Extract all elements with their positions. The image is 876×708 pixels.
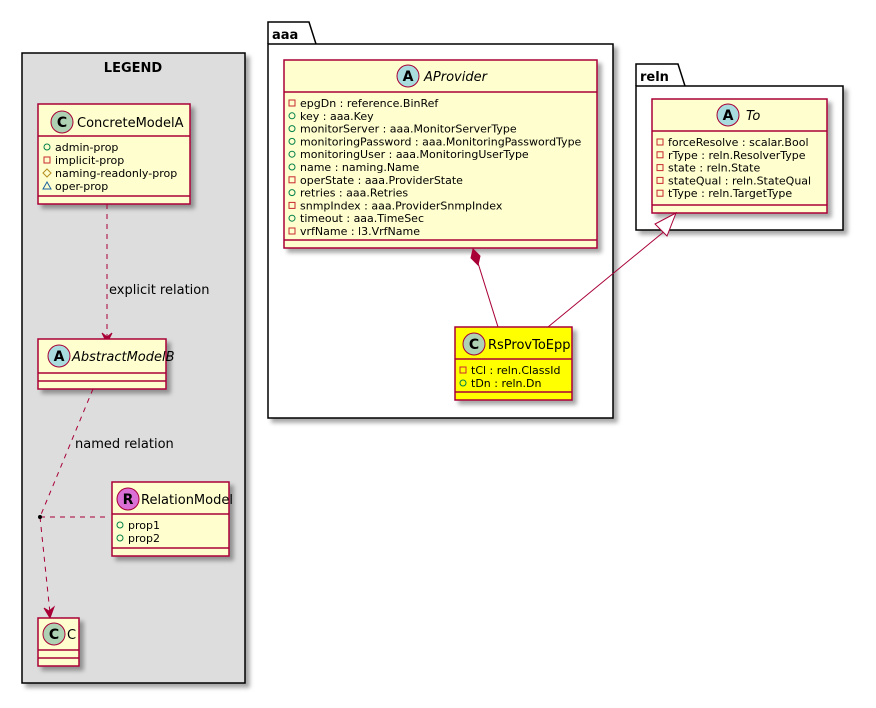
- relation-r-icon: [116, 487, 140, 511]
- arrowhead: [43, 605, 56, 620]
- public-visibility-icon: [288, 137, 296, 145]
- stereotype-letter: A: [54, 349, 65, 365]
- private-visibility-icon: [459, 366, 467, 374]
- private-visibility-icon: [656, 164, 664, 172]
- property-item: admin-prop: [55, 141, 118, 154]
- protected-visibility-icon: [42, 168, 52, 178]
- association-point: [38, 515, 42, 519]
- named-relation-label: named relation: [75, 437, 174, 452]
- package-name: reln: [640, 70, 669, 85]
- property-item: naming-readonly-prop: [55, 167, 177, 180]
- property-item: prop1: [128, 519, 160, 532]
- private-visibility-icon: [43, 156, 51, 164]
- package-name: aaa: [272, 28, 298, 43]
- class-c-icon: [42, 622, 66, 646]
- aprovider-class[interactable]: A AProvider epgDn : reference.BinRefkey …: [283, 59, 598, 249]
- property-item: state : reln.State: [668, 162, 760, 175]
- property-item: rType : reln.ResolverType: [668, 149, 806, 162]
- composition-diamond: [470, 248, 481, 266]
- property-item: monitoringPassword : aaa.MonitoringPassw…: [300, 135, 582, 148]
- property-item: operState : aaa.ProviderState: [300, 174, 463, 187]
- c-class[interactable]: C C: [37, 617, 80, 667]
- class-name: ConcreteModelA: [77, 116, 184, 131]
- legend-title: LEGEND: [104, 61, 163, 76]
- private-visibility-icon: [656, 151, 664, 159]
- stereotype-letter: A: [723, 108, 734, 124]
- stereotype-letter: C: [49, 627, 59, 643]
- public-visibility-icon: [43, 143, 51, 151]
- property-item: snmpIndex : aaa.ProviderSnmpIndex: [300, 199, 503, 212]
- public-visibility-icon: [288, 214, 296, 222]
- public-visibility-icon: [116, 534, 124, 542]
- property-item: monitoringUser : aaa.MonitoringUserType: [300, 148, 529, 161]
- stereotype-letter: R: [123, 492, 134, 508]
- property-item: tType : reln.TargetType: [668, 187, 792, 200]
- property-item: key : aaa.Key: [300, 110, 374, 123]
- class-name: RelationModel: [141, 493, 233, 508]
- class-name: AProvider: [423, 70, 489, 85]
- public-visibility-icon: [288, 125, 296, 133]
- abstract-a-icon: [396, 64, 420, 88]
- public-visibility-icon: [288, 189, 296, 197]
- private-visibility-icon: [656, 189, 664, 197]
- public-visibility-icon: [288, 112, 296, 120]
- public-visibility-icon: [116, 521, 124, 529]
- property-list: admin-propimplicit-propnaming-readonly-p…: [42, 141, 177, 193]
- private-visibility-icon: [288, 176, 296, 184]
- abstract-model-b-class[interactable]: A AbstractModelB: [37, 338, 175, 390]
- class-name: C: [67, 628, 76, 643]
- property-item: epgDn : reference.BinRef: [300, 97, 439, 110]
- property-item: tDn : reln.Dn: [471, 377, 541, 390]
- abstract-a-icon: [716, 103, 740, 127]
- package-visibility-icon: [42, 180, 52, 190]
- class-name: AbstractModelB: [71, 350, 175, 365]
- property-item: tCl : reln.ClassId: [471, 364, 561, 377]
- stereotype-letter: C: [469, 337, 479, 353]
- property-item: implicit-prop: [55, 154, 124, 167]
- property-item: oper-prop: [55, 180, 108, 193]
- private-visibility-icon: [656, 176, 664, 184]
- concrete-model-a-class[interactable]: C ConcreteModelA admin-propimplicit-prop…: [37, 103, 191, 205]
- private-visibility-icon: [656, 138, 664, 146]
- property-item: monitorServer : aaa.MonitorServerType: [300, 123, 517, 136]
- property-item: retries : aaa.Retries: [300, 187, 408, 200]
- class-c-icon: [50, 110, 74, 134]
- property-item: stateQual : reln.StateQual: [668, 174, 811, 187]
- explicit-relation-edge: explicit relation: [101, 204, 209, 345]
- property-item: prop2: [128, 532, 160, 545]
- private-visibility-icon: [288, 227, 296, 235]
- public-visibility-icon: [288, 150, 296, 158]
- public-visibility-icon: [459, 379, 467, 387]
- property-item: timeout : aaa.TimeSec: [300, 212, 424, 225]
- generalization-edge: [547, 211, 677, 328]
- property-item: name : naming.Name: [300, 161, 420, 174]
- stereotype-letter: A: [403, 69, 414, 85]
- public-visibility-icon: [288, 163, 296, 171]
- property-item: forceResolve : scalar.Bool: [668, 136, 809, 149]
- private-visibility-icon: [288, 99, 296, 107]
- class-name: RsProvToEpp: [488, 338, 571, 353]
- explicit-relation-label: explicit relation: [109, 283, 209, 298]
- abstract-a-icon: [47, 344, 71, 368]
- private-visibility-icon: [288, 201, 296, 209]
- stereotype-letter: C: [57, 115, 67, 131]
- named-relation-edge: named relation: [38, 388, 174, 620]
- composition-edge: [470, 248, 499, 328]
- class-c-icon: [462, 332, 486, 356]
- class-name: To: [746, 109, 760, 124]
- property-item: vrfName : l3.VrfName: [300, 225, 420, 238]
- inheritance-arrowhead: [654, 211, 677, 237]
